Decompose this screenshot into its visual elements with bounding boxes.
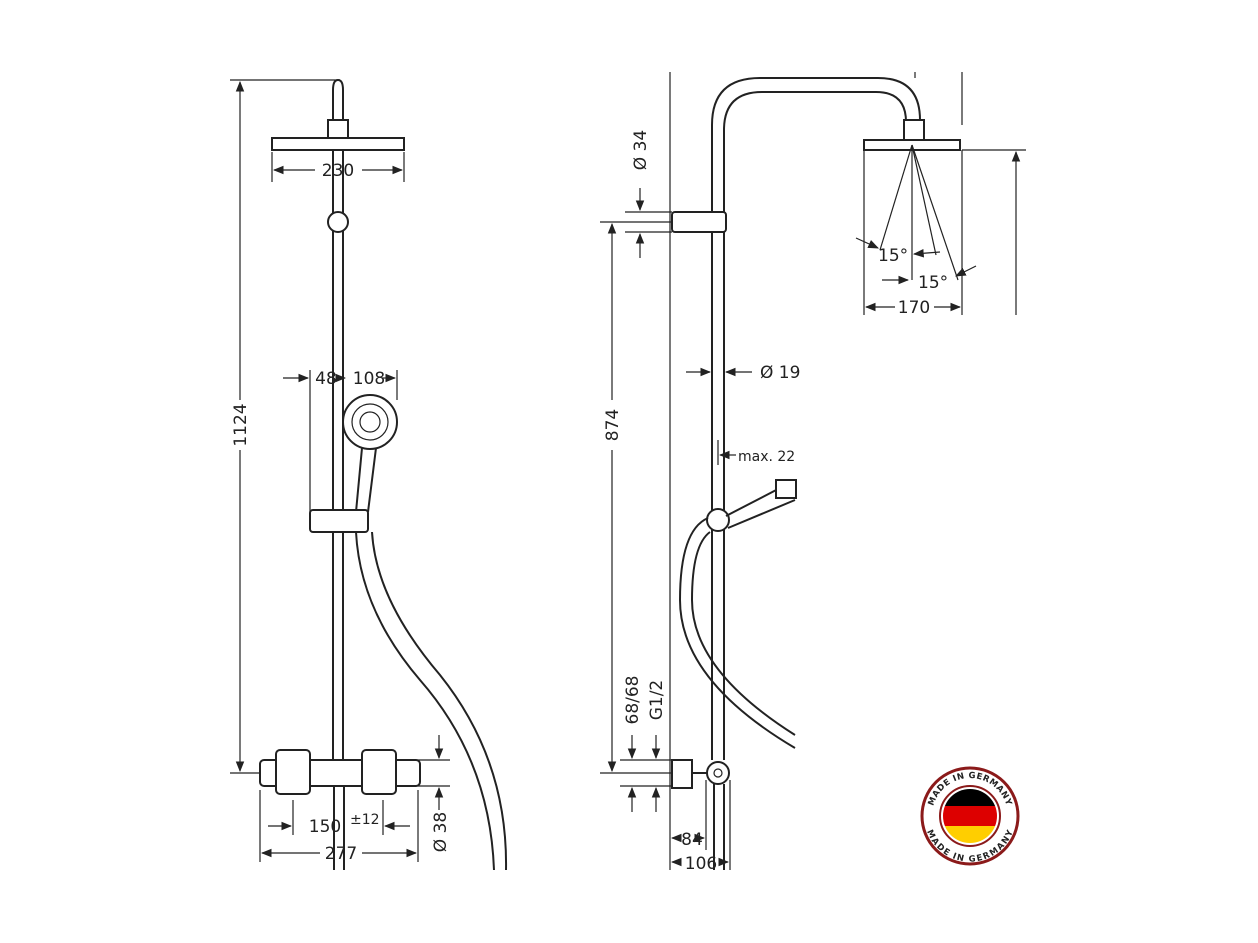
front-handshower-handle [355, 447, 377, 513]
dim-rail-height: 874 [603, 409, 623, 441]
dim-pipe-diameter: Ø 34 [631, 130, 651, 170]
dim-centers-tolerance: ±12 [350, 812, 380, 828]
side-head-connector [903, 119, 925, 141]
germany-flag-icon [943, 789, 997, 843]
made-in-germany-badge: MADE IN GERMANY MADE IN GERMANY [920, 766, 1020, 866]
front-shower-head [271, 137, 405, 151]
dim-connection: 68/68 [623, 676, 643, 725]
front-rail-holder [309, 509, 369, 533]
front-rail-joint [327, 211, 349, 233]
dim-angle-1: 15° [878, 246, 908, 266]
side-mixer-body [706, 761, 730, 785]
front-view: 1124 230 48 108 150 ±12 277 Ø 38 [230, 78, 508, 871]
side-rail-bracket [671, 211, 727, 233]
dim-side-head-width: 170 [898, 298, 930, 318]
front-head-connector [327, 119, 349, 139]
dim-handshower-width: 108 [353, 369, 385, 389]
dim-depth-1: 84 [681, 830, 703, 850]
dim-rail-diameter: Ø 19 [760, 363, 800, 383]
dim-total-height: 1124 [231, 403, 251, 446]
dim-max: max. 22 [738, 449, 795, 465]
dim-mixer-width: 277 [325, 844, 357, 864]
dim-thread: G1/2 [647, 680, 667, 721]
dim-mixer-diameter: Ø 38 [431, 812, 451, 852]
front-overhead-pipe [332, 78, 344, 120]
front-hose [355, 531, 495, 871]
side-handshower [775, 479, 797, 499]
side-view: Ø 34 874 Ø 19 max. 22 68/68 G1/2 84 106 [600, 72, 1026, 874]
dim-handshower-offset: 48 [315, 369, 337, 389]
side-overhead-pipe [711, 77, 921, 760]
side-rail-joint [706, 508, 730, 532]
dim-head-width: 230 [322, 161, 354, 181]
side-hose [678, 517, 796, 749]
side-wall-plate [671, 759, 693, 789]
dim-depth-2: 106 [685, 854, 717, 874]
front-handshower-head [342, 394, 398, 450]
dim-angle-2: 15° [918, 273, 948, 293]
dim-centers: 150 [309, 817, 341, 837]
